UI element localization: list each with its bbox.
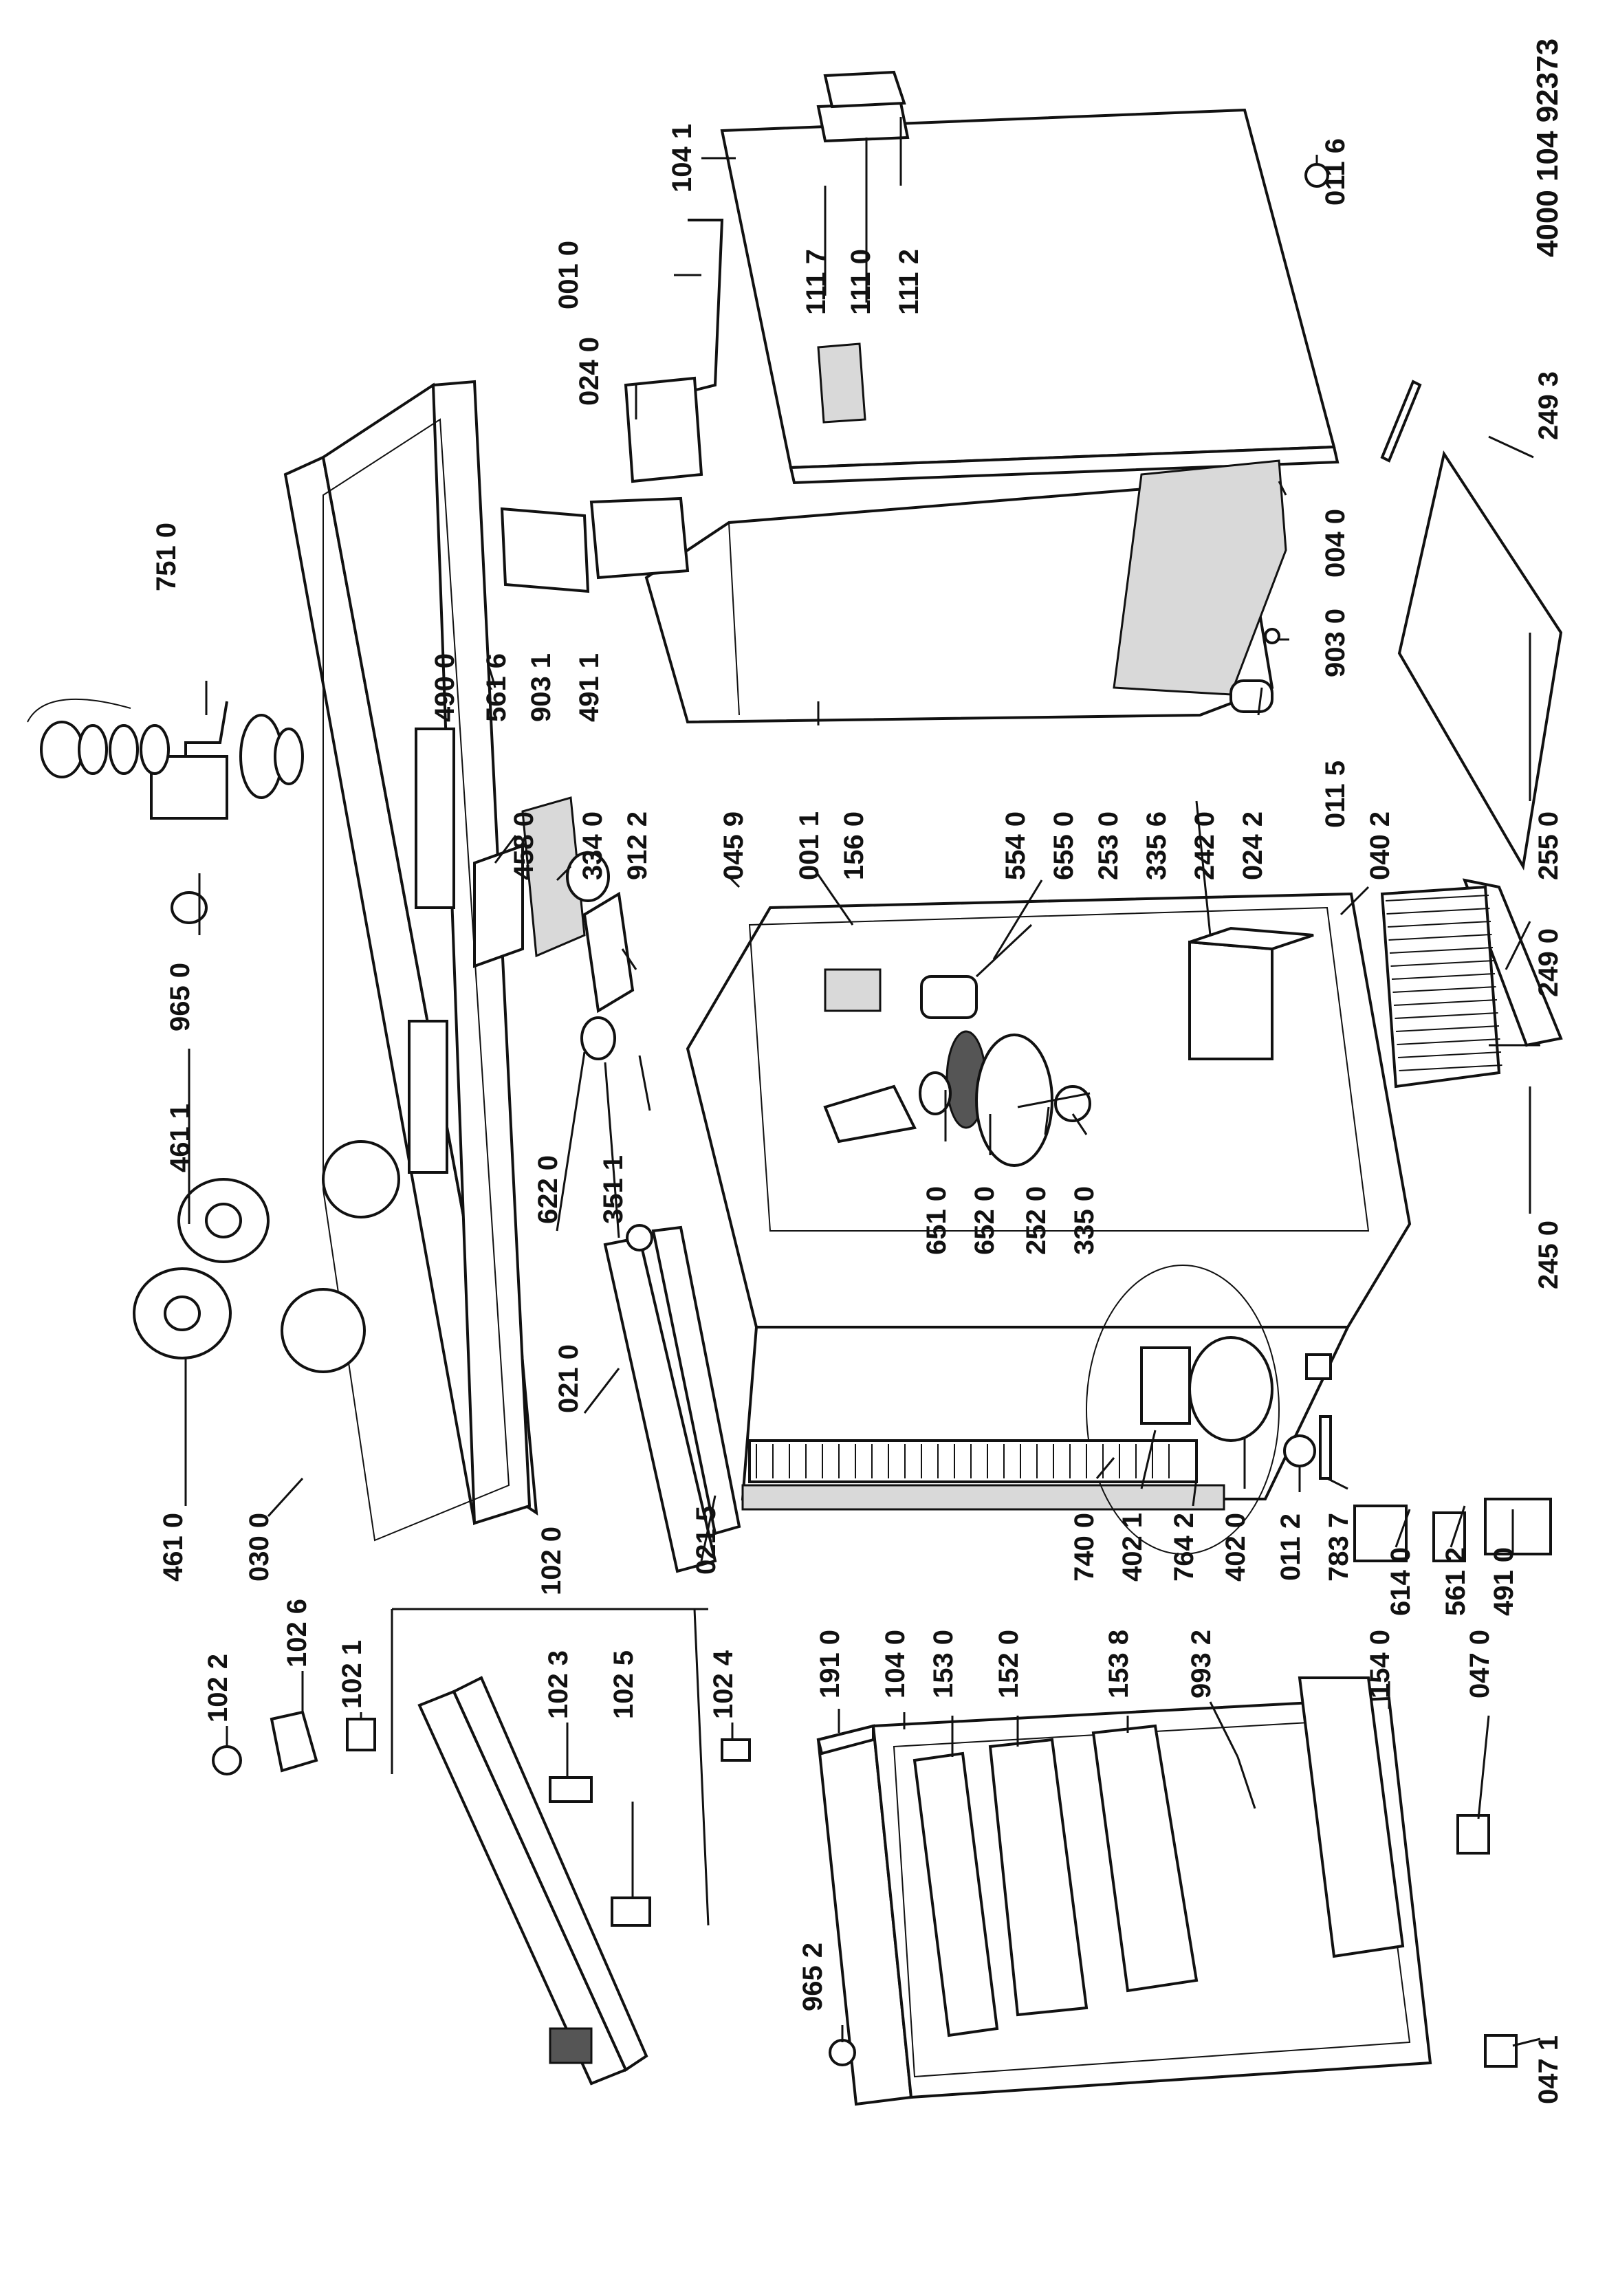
part-label: 614 0 — [1386, 1547, 1416, 1616]
part-label: 554 0 — [1001, 811, 1031, 880]
part-label: 461 0 — [158, 1513, 188, 1582]
part-label: 491 1 — [574, 653, 604, 722]
part-label: 011 5 — [1320, 761, 1351, 828]
part-label: 047 1 — [1533, 2035, 1564, 2104]
evaporator-part — [473, 796, 586, 968]
part-label: 764 2 — [1169, 1513, 1199, 1582]
compressor-part — [1086, 1265, 1332, 1555]
part-label: 104 1 — [667, 124, 697, 193]
glass-shelf-part — [1397, 450, 1563, 871]
part-label: 001 1 — [794, 811, 824, 880]
part-label: 993 2 — [1186, 1630, 1216, 1698]
door-small-parts — [829, 1756, 1518, 2068]
part-label: 030 0 — [244, 1513, 274, 1582]
part-label: 255 0 — [1533, 811, 1564, 880]
hinge-bar-part — [603, 1224, 741, 1573]
part-label: 111 7 — [801, 249, 831, 315]
part-label: 102 0 — [536, 1527, 567, 1595]
part-label: 651 0 — [921, 1186, 952, 1255]
part-label: 903 1 — [526, 653, 556, 722]
part-label: 903 0 — [1320, 609, 1351, 677]
part-label: 334 0 — [578, 811, 608, 880]
part-label: 011 6 — [1320, 138, 1351, 206]
control-panel-part — [919, 975, 1091, 1167]
wire-shelf-part — [1380, 885, 1502, 1089]
part-label: 047 0 — [1465, 1630, 1495, 1698]
part-label: 154 0 — [1365, 1630, 1395, 1698]
part-label: 111 0 — [846, 249, 876, 315]
part-label: 245 0 — [1533, 1221, 1564, 1289]
door-gasket-part — [624, 219, 724, 483]
hinge-screw-part — [1304, 155, 1329, 188]
part-label: 021 5 — [691, 1506, 721, 1575]
part-label: 561 6 — [481, 653, 512, 722]
part-label: 111 2 — [894, 249, 924, 315]
part-label: 102 4 — [708, 1650, 739, 1719]
part-label: 965 0 — [165, 963, 195, 1031]
part-label: 965 2 — [798, 1943, 828, 2011]
part-label: 252 0 — [1021, 1186, 1051, 1255]
part-label: 458 0 — [509, 811, 539, 880]
part-label: 242 0 — [1190, 811, 1220, 880]
part-label: 004 0 — [1320, 509, 1351, 578]
part-labels: 104 1 111 7 111 0 111 2 011 6 4000 104 9… — [151, 39, 1564, 2104]
door-bins-part — [912, 1676, 1405, 2037]
part-label: 153 8 — [1104, 1630, 1134, 1698]
part-label: 740 0 — [1069, 1513, 1100, 1582]
part-label: 490 0 — [430, 653, 460, 722]
part-label: 102 2 — [203, 1654, 233, 1723]
part-label: 652 0 — [970, 1186, 1000, 1255]
part-label: 102 3 — [543, 1650, 573, 1719]
part-label: 655 0 — [1049, 811, 1079, 880]
part-label: 335 6 — [1141, 811, 1172, 880]
part-label: 751 0 — [151, 523, 182, 591]
light-assembly-part — [27, 698, 304, 924]
hinge-parts — [212, 1710, 751, 1927]
part-label: 024 0 — [574, 337, 604, 406]
part-label: 102 5 — [609, 1650, 639, 1719]
part-label: 783 7 — [1324, 1513, 1354, 1582]
part-label: 001 0 — [554, 241, 584, 309]
part-label: 045 9 — [719, 811, 749, 880]
document-number: 4000 104 92373 — [1531, 39, 1564, 257]
part-label: 249 0 — [1533, 928, 1564, 997]
part-label: 912 2 — [622, 811, 653, 880]
part-label: 021 0 — [554, 1344, 584, 1413]
electrical-box-part — [422, 496, 690, 688]
part-label: 491 0 — [1489, 1547, 1519, 1616]
part-label: 253 0 — [1093, 811, 1124, 880]
part-label: 102 6 — [282, 1599, 312, 1668]
door-panel-part — [720, 70, 1340, 485]
inner-liner-part — [644, 459, 1287, 724]
part-label: 153 0 — [928, 1630, 959, 1698]
part-label: 561 2 — [1441, 1547, 1471, 1616]
part-label: 351 1 — [598, 1155, 628, 1224]
part-label: 402 0 — [1221, 1513, 1251, 1582]
part-label: 104 0 — [880, 1630, 910, 1698]
part-label: 102 1 — [337, 1640, 367, 1709]
leader-lines — [184, 117, 1541, 2047]
thermostat-part — [566, 851, 651, 1111]
control-knob-part — [133, 1178, 270, 1359]
part-label: 461 1 — [165, 1104, 195, 1172]
part-label: 152 0 — [994, 1630, 1024, 1698]
door-handle-part — [417, 1676, 648, 2086]
condenser-part — [748, 1439, 1198, 1483]
part-label: 249 3 — [1533, 371, 1564, 440]
part-label: 402 1 — [1117, 1513, 1148, 1582]
part-label: 011 2 — [1276, 1513, 1306, 1581]
part-label: 622 0 — [533, 1155, 563, 1224]
part-label: 040 2 — [1365, 811, 1395, 880]
part-label: 024 2 — [1238, 811, 1268, 880]
part-label: 156 0 — [839, 811, 869, 880]
part-label: 335 0 — [1069, 1186, 1100, 1255]
part-label: 191 0 — [815, 1630, 845, 1698]
